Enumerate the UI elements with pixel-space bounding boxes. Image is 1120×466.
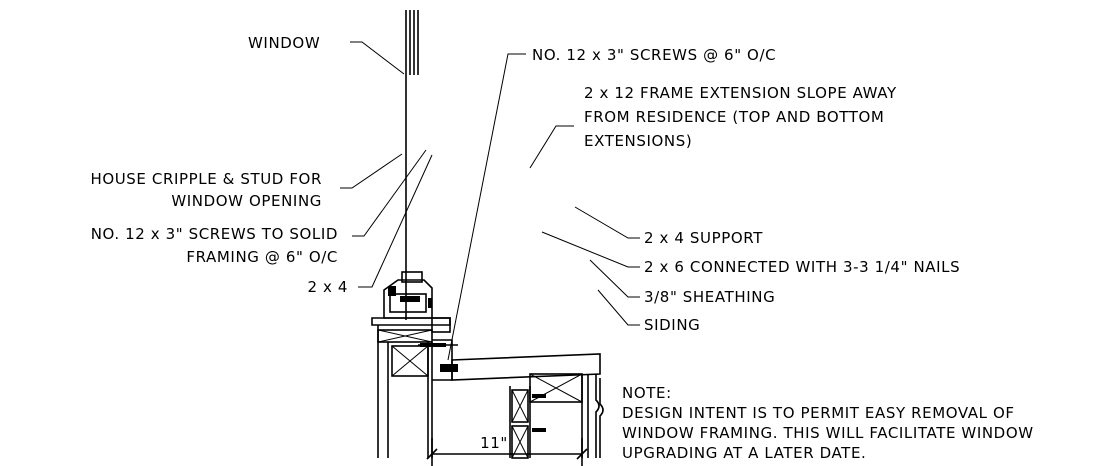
note-line-2: WINDOW FRAMING. THIS WILL FACILITATE WIN… — [622, 424, 1034, 442]
note-line-3: UPGRADING AT A LATER DATE. — [622, 444, 866, 462]
dimension-line — [426, 438, 588, 466]
label-house-cripple-2: WINDOW OPENING — [171, 192, 322, 210]
label-dimension: 11" — [480, 434, 508, 452]
label-2x4: 2 x 4 — [308, 278, 349, 296]
window-sash — [383, 271, 433, 319]
label-screws-solid-2: FRAMING @ 6" O/C — [186, 248, 338, 266]
label-house-cripple-1: HOUSE CRIPPLE & STUD FOR — [90, 170, 322, 188]
label-frame-ext-1: 2 x 12 FRAME EXTENSION SLOPE AWAY — [584, 84, 897, 102]
leaders — [340, 41, 640, 361]
label-frame-ext-2: FROM RESIDENCE (TOP AND BOTTOM — [584, 108, 884, 126]
note-block: NOTE: DESIGN INTENT IS TO PERMIT EASY RE… — [622, 384, 1034, 462]
label-sheathing: 3/8" SHEATHING — [644, 288, 775, 306]
existing-wall — [509, 373, 604, 459]
note-title: NOTE: — [622, 384, 672, 402]
label-2x6: 2 x 6 CONNECTED WITH 3-3 1/4" NAILS — [644, 258, 960, 276]
label-support: 2 x 4 SUPPORT — [644, 229, 763, 247]
label-screws-top: NO. 12 x 3" SCREWS @ 6" O/C — [532, 46, 776, 64]
window-sill — [371, 317, 451, 343]
label-screws-solid-1: NO. 12 x 3" SCREWS TO SOLID — [91, 225, 338, 243]
window-glass — [405, 10, 419, 320]
label-siding: SIDING — [644, 316, 700, 334]
label-window: WINDOW — [248, 34, 320, 52]
note-line-1: DESIGN INTENT IS TO PERMIT EASY REMOVAL … — [622, 404, 1015, 422]
house-studs — [377, 325, 433, 458]
label-frame-ext-3: EXTENSIONS) — [584, 132, 692, 150]
